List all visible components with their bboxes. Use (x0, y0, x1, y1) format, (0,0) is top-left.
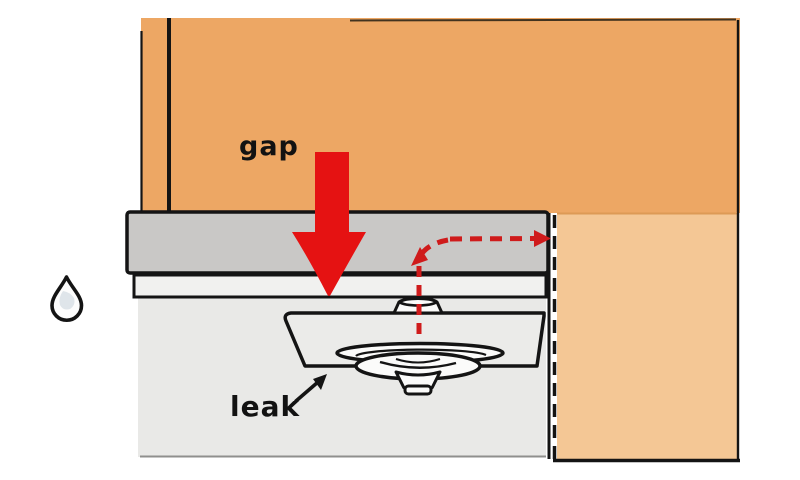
side-panel (553, 212, 740, 463)
leak-path-arrowhead-right (534, 230, 551, 247)
drain-tailpiece-stub (403, 384, 433, 396)
back-wall (140, 18, 740, 213)
leak-path-arrow (411, 230, 551, 341)
drain-body-arc-2 (395, 358, 441, 364)
drain-assembly (335, 297, 505, 396)
leak-pointer-arrowhead (313, 374, 327, 390)
drain-body-arc-1 (379, 360, 457, 369)
red-arrow-down (292, 152, 366, 296)
leak-path-horizontal (449, 236, 535, 242)
water-drop-icon (50, 275, 84, 322)
gap-annotation: gap (239, 131, 299, 162)
leak-label: leak (230, 390, 300, 423)
leak-annotation: leak (230, 374, 327, 423)
back-wall-fill (141, 18, 740, 213)
sink-rim-band (132, 273, 548, 299)
wall-top-edge-line (349, 18, 737, 22)
red-arrow-shape (292, 152, 366, 296)
sink-rim (132, 273, 548, 299)
side-panel-fill (557, 213, 738, 461)
leak-path-arrowhead-down (411, 247, 428, 266)
leak-path-curve (415, 237, 449, 262)
drain-flange-inner-arc (355, 348, 487, 357)
leak-pointer-line (294, 380, 320, 403)
gap-joint-line (547, 213, 557, 459)
water-drop-inner-blob (59, 291, 75, 310)
gap-label: gap (239, 131, 299, 162)
